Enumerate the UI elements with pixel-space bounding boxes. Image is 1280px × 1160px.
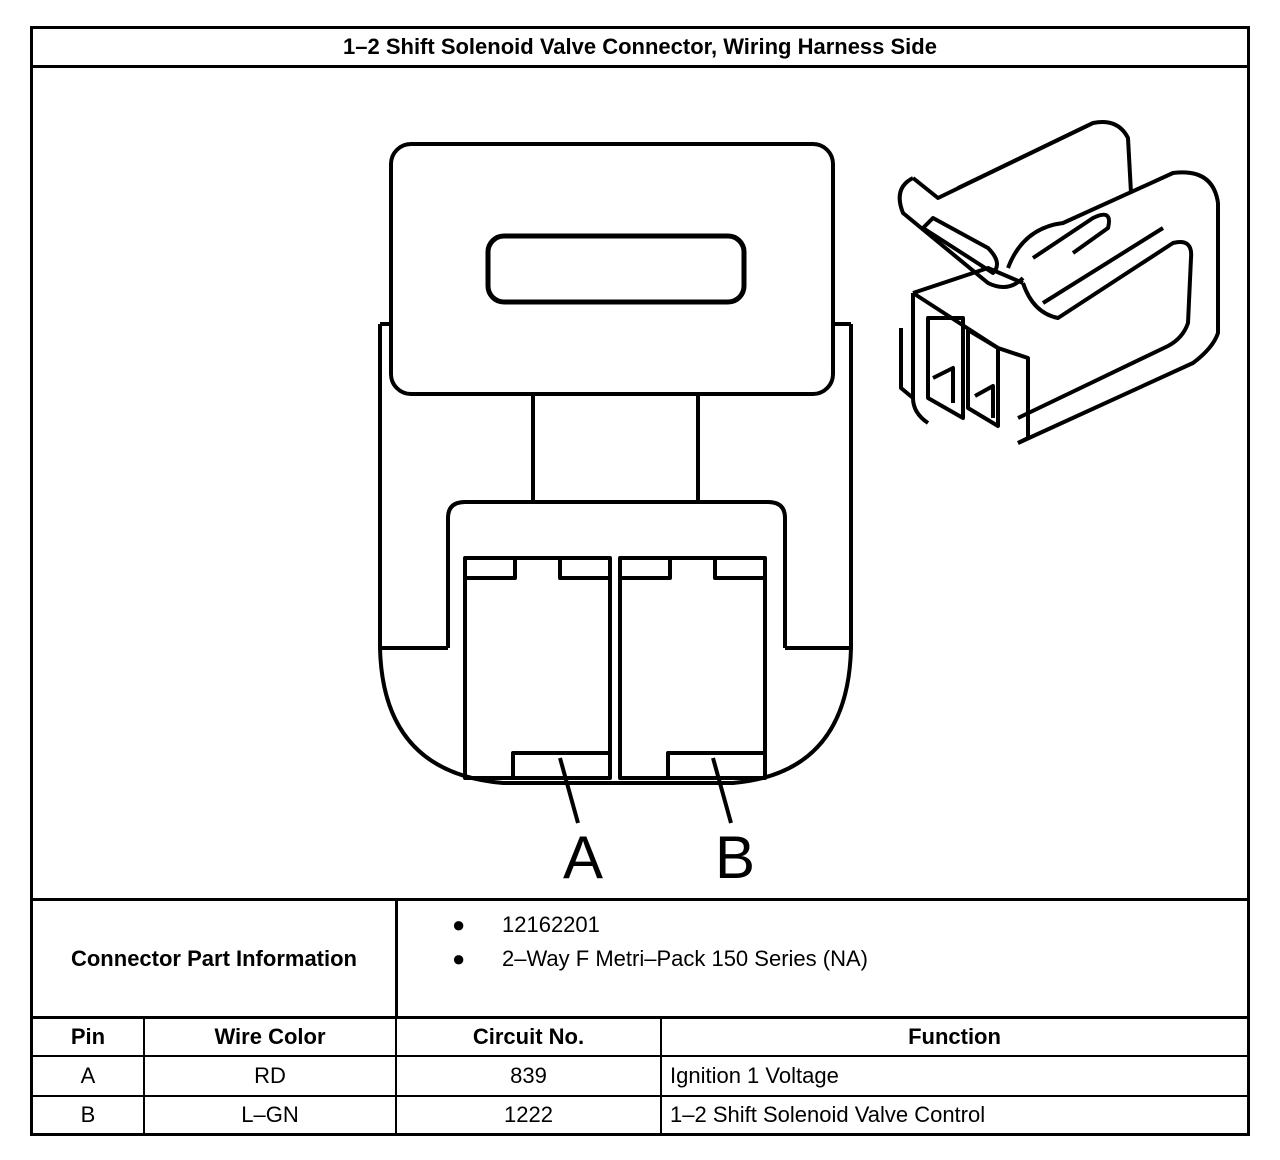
header-circuit-no: Circuit No. bbox=[472, 1024, 585, 1049]
connector-drawing bbox=[378, 120, 1220, 824]
connector-info-list: ●12162201 ●2–Way F Metri–Pack 150 Series… bbox=[440, 908, 868, 976]
header-wire-color: Wire Color bbox=[214, 1024, 326, 1049]
connector-info-item: ●12162201 bbox=[440, 908, 868, 942]
col-divider-1 bbox=[143, 1016, 145, 1136]
tab-slot bbox=[485, 233, 747, 305]
terminal-housing bbox=[446, 500, 787, 648]
pin-b-leader bbox=[711, 757, 733, 824]
header-divider bbox=[30, 1055, 1250, 1057]
row-b-wire-color: L–GN bbox=[241, 1102, 299, 1127]
info-divider bbox=[30, 1016, 1250, 1019]
connector-isometric-view bbox=[897, 120, 1220, 445]
row-a-function: Ignition 1 Voltage bbox=[670, 1063, 839, 1088]
info-column-divider bbox=[395, 898, 398, 1019]
row-a-pin: A bbox=[80, 1063, 96, 1088]
col-divider-3 bbox=[660, 1016, 662, 1136]
diagram-title: 1–2 Shift Solenoid Valve Connector, Wiri… bbox=[343, 34, 937, 59]
pin-label-b: B bbox=[715, 824, 756, 891]
row-a-circuit: 839 bbox=[510, 1063, 547, 1088]
cavity-a bbox=[463, 556, 612, 780]
col-divider-2 bbox=[395, 1016, 397, 1136]
header-function: Function bbox=[908, 1024, 1001, 1049]
title-divider bbox=[30, 65, 1250, 68]
pin-a-leader bbox=[558, 757, 580, 824]
diagram-divider bbox=[30, 898, 1250, 901]
row-divider bbox=[30, 1095, 1250, 1097]
bullet-icon: ● bbox=[452, 912, 466, 937]
row-b-circuit: 1222 bbox=[504, 1102, 553, 1127]
connector-info-label: Connector Part Information bbox=[70, 946, 357, 971]
connector-info-item: ●2–Way F Metri–Pack 150 Series (NA) bbox=[440, 942, 868, 976]
diagram-frame bbox=[30, 26, 1250, 1136]
cavity-b bbox=[618, 556, 767, 780]
header-pin: Pin bbox=[70, 1024, 106, 1049]
pin-label-a: A bbox=[563, 824, 604, 891]
row-b-pin: B bbox=[80, 1102, 96, 1127]
locking-tab bbox=[389, 142, 835, 396]
connector-body-outline bbox=[378, 324, 853, 785]
connector-diagram: A B bbox=[33, 68, 1247, 898]
bullet-icon: ● bbox=[452, 946, 466, 971]
row-b-function: 1–2 Shift Solenoid Valve Control bbox=[670, 1102, 986, 1127]
row-a-wire-color: RD bbox=[254, 1063, 286, 1088]
